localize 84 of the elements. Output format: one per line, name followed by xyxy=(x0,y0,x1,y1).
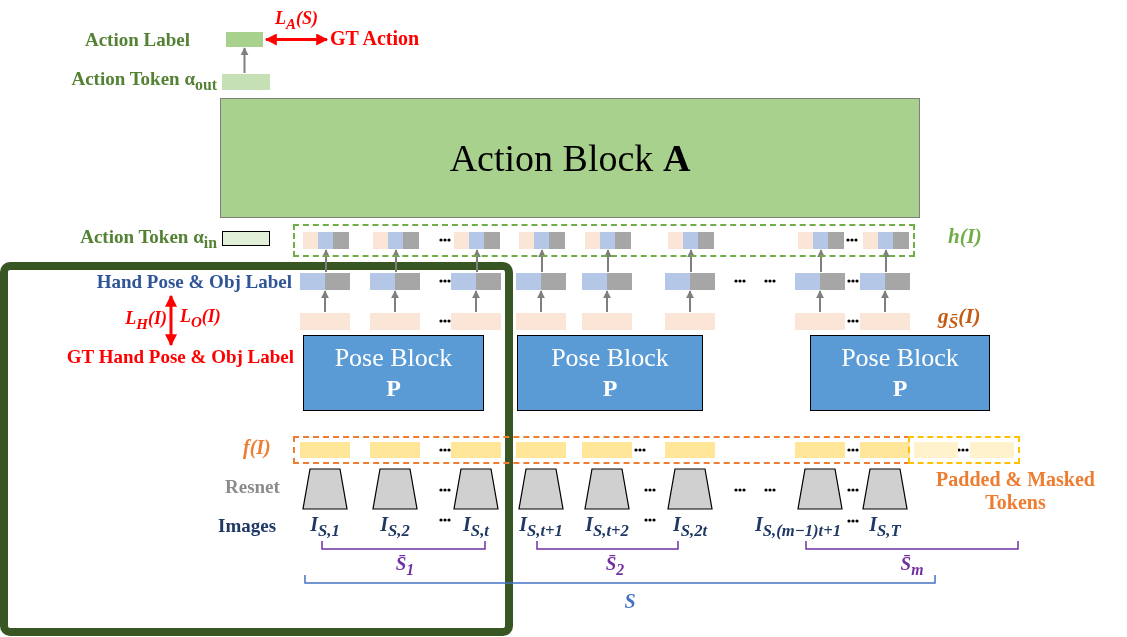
hidden-token xyxy=(454,232,500,249)
group-label: g$_{S̄}$(I) xyxy=(938,304,981,334)
pose-token xyxy=(370,313,420,330)
pose-label-token xyxy=(860,273,910,290)
arrow xyxy=(264,33,329,46)
hidden-token xyxy=(303,232,349,249)
hidden-token xyxy=(373,232,419,249)
pose-label-token xyxy=(516,273,566,290)
hidden-token xyxy=(585,232,631,249)
arrow xyxy=(472,290,480,313)
action-token-box xyxy=(222,231,270,246)
edge-label: L$_{H}$(I) xyxy=(125,307,167,333)
arrow xyxy=(603,290,611,313)
hidden-token xyxy=(863,232,909,249)
pose-label-token xyxy=(300,273,350,290)
arrow xyxy=(537,290,545,313)
block-title: Pose Block xyxy=(334,343,453,373)
image-symbol: I$_{S,1}$ xyxy=(310,513,340,541)
edge-label: L$_{A}$(S) xyxy=(275,7,318,33)
arrow xyxy=(473,249,481,273)
block-symbol: P xyxy=(892,374,908,403)
pose-label-token xyxy=(370,273,420,290)
sequence-label: S xyxy=(624,590,636,613)
hidden-token xyxy=(668,232,714,249)
pose-block xyxy=(810,335,990,411)
block-symbol: P xyxy=(386,374,401,403)
pose-token xyxy=(582,313,632,330)
pose-token xyxy=(665,313,715,330)
arrow xyxy=(391,290,399,313)
arrow xyxy=(881,290,889,313)
segment-label: S̄$_{m}$ xyxy=(900,553,924,579)
arrow xyxy=(687,249,695,273)
pose-token xyxy=(300,313,350,330)
arrow xyxy=(321,290,329,313)
pose-label-token xyxy=(665,273,715,290)
arrow xyxy=(240,47,249,74)
arrow xyxy=(686,290,694,313)
pose-token xyxy=(516,313,566,330)
node-caption: Action Token α$_{in}$ xyxy=(80,226,217,252)
pose-token xyxy=(860,313,910,330)
arrow xyxy=(322,249,330,273)
arrow xyxy=(165,294,177,347)
arrow xyxy=(817,249,825,273)
arrow xyxy=(882,249,890,273)
pose-block xyxy=(303,335,484,411)
image-symbol: I$_{S,T}$ xyxy=(869,513,901,541)
image-symbol: I$_{S,t}$ xyxy=(463,513,489,541)
target-label: GT Action xyxy=(330,27,442,53)
hidden-token xyxy=(798,232,844,249)
node-caption: Action Token α$_{out}$ xyxy=(71,68,217,94)
segment-label: S̄$_{2}$ xyxy=(605,553,625,579)
group-label: f(I) xyxy=(243,436,271,459)
arrow xyxy=(604,249,612,273)
block-title: Pose Block xyxy=(841,343,959,373)
segment-label: S̄$_{1}$ xyxy=(395,553,415,579)
image-symbol: I$_{S,(m−1)t+1}$ xyxy=(754,513,842,541)
arrow xyxy=(538,249,546,273)
target-label: GT Hand Pose & Obj Label xyxy=(14,346,294,370)
block-title: Action Block A xyxy=(449,136,691,180)
pose-label-token xyxy=(582,273,632,290)
row-label: Images xyxy=(218,515,277,537)
pose-token xyxy=(795,313,845,330)
image-symbol: I$_{S,2}$ xyxy=(380,513,410,541)
image-symbol: I$_{S,2t}$ xyxy=(672,513,708,541)
row-label: Resnet xyxy=(225,476,280,498)
block-symbol: P xyxy=(602,374,618,403)
output-label: Hand Pose & Obj Label xyxy=(50,271,292,295)
loss-label: L$_{O}$(I) xyxy=(180,306,221,331)
node-caption: Action Label xyxy=(84,29,190,51)
group-label: Padded & Masked Tokens xyxy=(935,468,1096,514)
group-label: h(I) xyxy=(948,224,982,249)
arrow xyxy=(816,290,824,313)
hidden-token xyxy=(519,232,565,249)
pose-token xyxy=(451,313,501,330)
block-title: Pose Block xyxy=(551,343,669,373)
arrow xyxy=(392,249,400,273)
image-symbol: I$_{S,t+1}$ xyxy=(519,513,563,541)
action-token-box xyxy=(222,74,270,90)
pose-block xyxy=(517,335,703,411)
pose-label-token xyxy=(795,273,845,290)
image-symbol: I$_{S,t+2}$ xyxy=(585,513,629,541)
action-block xyxy=(220,98,920,218)
pose-label-token xyxy=(451,273,501,290)
action-label-box xyxy=(226,32,263,47)
